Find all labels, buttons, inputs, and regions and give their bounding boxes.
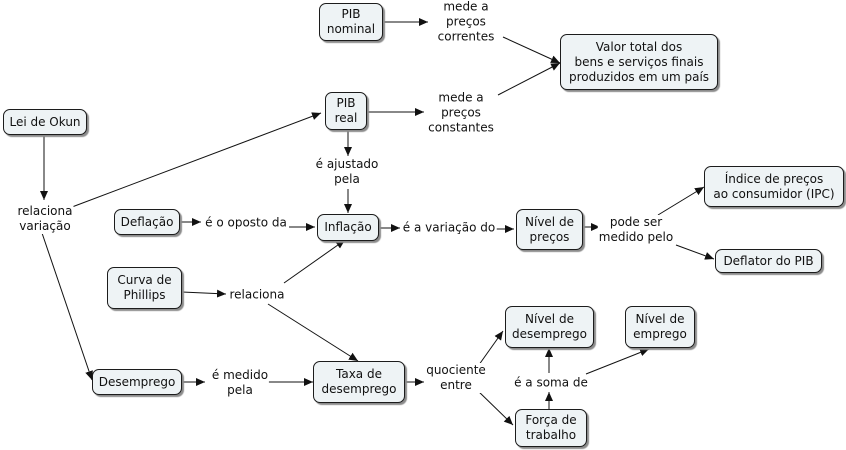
concept-ipc[interactable]: Índice de preços ao consumidor (IPC) — [704, 166, 844, 207]
concept-forca-de-trabalho[interactable]: Força de trabalho — [515, 409, 587, 447]
link-mede-precos-constantes: mede a preços constantes — [427, 90, 495, 136]
concept-nivel-de-precos[interactable]: Nível de preços — [516, 209, 583, 250]
concept-valor-total[interactable]: Valor total dos bens e serviços finais p… — [560, 34, 718, 90]
concept-deflator-do-pib[interactable]: Deflator do PIB — [715, 249, 822, 273]
concept-inflacao[interactable]: Inflação — [317, 214, 379, 241]
concept-nivel-de-emprego[interactable]: Nível de emprego — [625, 306, 695, 348]
link-e-a-soma-de: é a soma de — [513, 375, 589, 391]
link-relaciona-variacao: relaciona variação — [16, 204, 74, 234]
concept-curva-de-phillips[interactable]: Curva de Phillips — [107, 267, 182, 309]
link-e-medido-pela: é medido pela — [210, 368, 270, 398]
link-mede-precos-correntes: mede a preços correntes — [436, 0, 496, 45]
concept-taxa-de-desemprego[interactable]: Taxa de desemprego — [313, 361, 405, 403]
concept-lei-de-okun[interactable]: Lei de Okun — [3, 109, 87, 135]
link-quociente-entre: quociente entre — [425, 363, 487, 393]
link-e-a-variacao-do: é a variação do — [401, 220, 497, 236]
concept-pib-nominal[interactable]: PIB nominal — [319, 3, 383, 41]
concept-pib-real[interactable]: PIB real — [325, 92, 367, 130]
link-pode-ser-medido-pelo: pode ser medido pelo — [597, 215, 675, 245]
concept-deflacao[interactable]: Deflação — [114, 209, 180, 235]
link-e-ajustado-pela: é ajustado pela — [314, 157, 380, 187]
link-relaciona: relaciona — [228, 287, 286, 303]
link-e-o-oposto-da: é o oposto da — [204, 215, 288, 231]
concept-desemprego[interactable]: Desemprego — [92, 369, 182, 395]
concept-nivel-de-desemprego[interactable]: Nível de desemprego — [505, 306, 594, 348]
